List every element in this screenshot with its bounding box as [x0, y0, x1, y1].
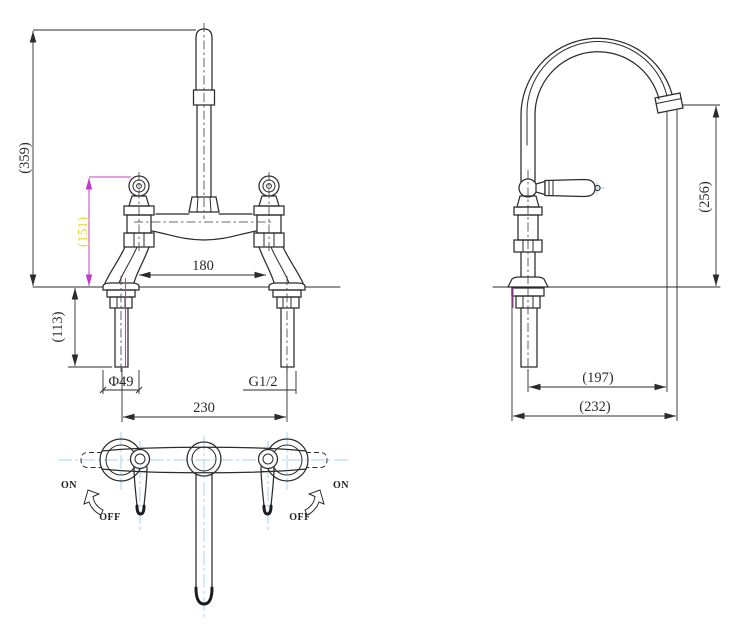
top-left-lever-tip [135, 504, 146, 516]
dim-spout-outlet-height-label: (256) [697, 181, 713, 213]
side-spout-nozzle [654, 92, 684, 114]
dim-tail-centres: 230 [121, 368, 288, 422]
right-rotation-arrow [304, 489, 325, 516]
top-left-rotation-labels: ON OFF [61, 480, 121, 523]
dim-tail-centres-label: 230 [193, 400, 215, 416]
front-spout [188, 23, 220, 219]
side-tail [511, 287, 545, 372]
dim-inlet-spacing: 180 [139, 258, 266, 279]
dim-shank-length-label: (113) [50, 311, 66, 342]
front-right-valve [253, 172, 285, 252]
top-centerlines [58, 432, 350, 617]
right-on-label: ON [333, 480, 349, 491]
dim-handle-height-label: (151) [76, 217, 91, 248]
side-view: (256) (197) (232) [492, 37, 721, 421]
left-off-label: OFF [99, 512, 121, 523]
top-view: ON OFF ON OFF [58, 432, 350, 617]
front-left-valve [123, 172, 155, 252]
dim-handle-height: (151) [76, 176, 131, 286]
dim-inlet-spacing-label: 180 [192, 258, 214, 274]
dim-shank-length: (113) [50, 288, 112, 368]
front-bridge-body [134, 213, 274, 241]
dim-overall-height: (359) [17, 29, 196, 286]
top-left-handle [99, 438, 151, 516]
front-right-leg [258, 246, 304, 284]
top-left-end-cap [80, 452, 102, 468]
dim-inlet-thread-label: G1/2 [249, 374, 278, 390]
front-view: (359) (151) 180 (113) Φ49 [17, 23, 341, 422]
dim-spout-reach: (197) [527, 112, 668, 392]
top-spout [186, 441, 222, 606]
front-left-tail [102, 276, 140, 372]
dim-spout-reach-label: (197) [582, 370, 614, 386]
side-valve-body [506, 170, 550, 288]
side-spout [520, 37, 684, 186]
top-right-handle [257, 438, 309, 516]
top-spout-tip [194, 586, 214, 606]
dim-overall-depth-label: (232) [579, 399, 611, 415]
side-lever-handle [518, 178, 605, 198]
dim-spout-outlet-height: (256) [683, 104, 720, 286]
front-left-leg [104, 246, 150, 284]
top-right-lever-tip [262, 504, 273, 516]
dim-base-diameter: Φ49 [99, 370, 143, 394]
dim-inlet-thread: G1/2 [243, 371, 297, 394]
front-right-tail [268, 276, 306, 372]
dim-base-diameter-label: Φ49 [108, 374, 133, 390]
top-right-rotation-labels: ON OFF [289, 480, 349, 523]
dim-overall-height-label: (359) [17, 142, 33, 174]
dim-overall-depth: (232) [511, 110, 678, 421]
left-rotation-arrow [83, 489, 104, 516]
left-on-label: ON [61, 480, 77, 491]
right-off-label: OFF [289, 512, 311, 523]
top-right-end-cap [306, 452, 328, 468]
